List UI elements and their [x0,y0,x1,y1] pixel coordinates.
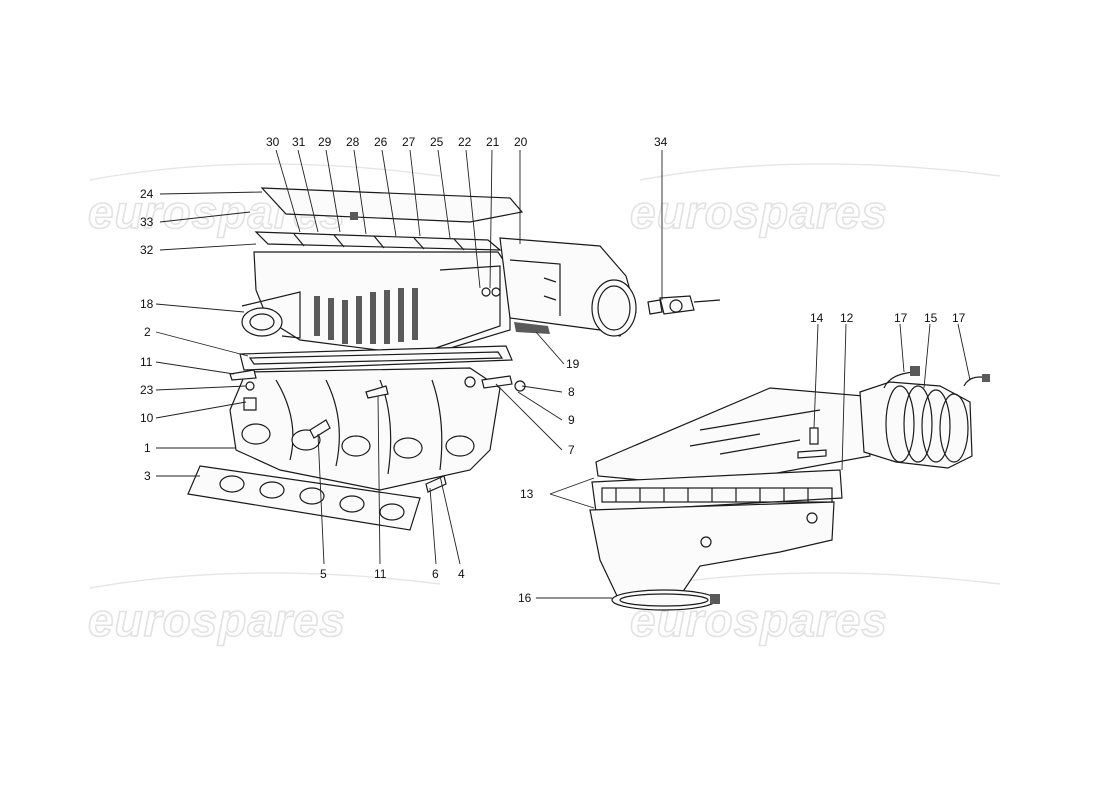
callout-17-left: 17 [894,311,908,325]
airbox-lower-body [589,501,835,599]
callout-11-left: 11 [140,355,153,369]
studs-and-bolts [229,369,526,493]
watermarks: eurospares eurospares eurospares eurospa… [87,163,1001,647]
airbox-cover-12 [595,387,871,487]
bellows-hose-15 [859,381,973,469]
callout-27: 27 [402,135,416,149]
callout-6: 6 [432,567,439,581]
callout-5: 5 [320,567,327,581]
leader-lines [155,149,971,599]
callout-24: 24 [140,187,154,201]
callout-34: 34 [654,135,668,149]
callout-4: 4 [458,567,465,581]
callout-9: 9 [568,413,575,427]
callout-19: 19 [566,357,580,371]
plenum-gaskets-32 [254,231,502,251]
callout-20: 20 [514,135,528,149]
duct-gasket-19 [514,322,550,334]
callout-18: 18 [140,297,154,311]
callout-16: 16 [518,591,532,605]
callout-30: 30 [266,135,280,149]
callout-21: 21 [486,135,500,149]
callout-29: 29 [318,135,332,149]
air-filter-13 [591,469,843,513]
intake-manifold-1 [229,367,501,491]
callout-11-bottom: 11 [374,567,387,581]
callout-3: 3 [144,469,151,483]
callout-22: 22 [458,135,472,149]
callout-labels: 30 31 29 28 26 27 25 22 21 20 34 24 33 3… [140,135,966,605]
watermark-bottom-left: eurospares [88,594,346,646]
callout-8: 8 [568,385,575,399]
sensor-34 [647,295,721,315]
callout-15: 15 [924,311,938,325]
callout-13: 13 [520,487,534,501]
callout-23: 23 [140,383,154,397]
manifold-gasket-3 [187,465,421,531]
callout-31: 31 [292,135,306,149]
air-duct-20 [499,237,637,337]
callout-7: 7 [568,443,575,457]
callout-14: 14 [810,311,824,325]
callout-25: 25 [430,135,444,149]
watermark-top-right: eurospares [630,186,888,238]
hose-clamps-17 [883,366,990,389]
callout-17-right: 17 [952,311,966,325]
callout-32: 32 [140,243,154,257]
callout-33: 33 [140,215,154,229]
callout-10: 10 [140,411,154,425]
clamp-16 [611,589,720,611]
callout-28: 28 [346,135,360,149]
plenum-gasket-2 [239,345,513,371]
callout-1: 1 [144,441,151,455]
callout-12: 12 [840,311,854,325]
plenum-cover-24 [260,187,524,223]
intake-plenum-18 [241,251,511,357]
screw-14 [797,427,827,459]
callout-2: 2 [144,325,151,339]
callout-26: 26 [374,135,388,149]
